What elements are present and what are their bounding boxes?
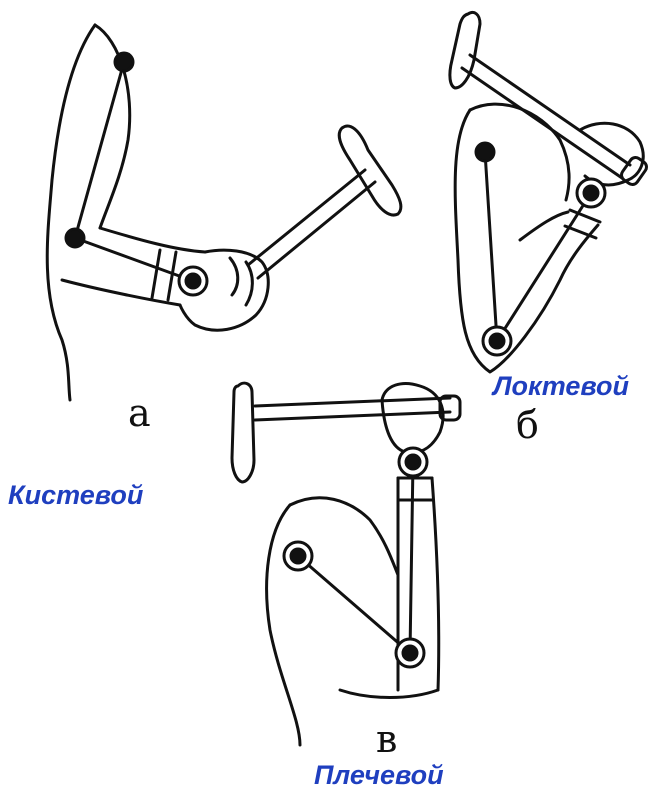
figure-a-wrist (47, 25, 401, 400)
figure-b-letter: б (516, 406, 539, 444)
hammer-c-handle (255, 398, 450, 420)
forearm-a-lower (62, 280, 180, 305)
arm-c-bottom (340, 690, 438, 698)
bone-b-upper (485, 152, 497, 341)
forearm-a-upper (100, 228, 205, 252)
caption-wrist: Кистевой (8, 482, 143, 509)
caption-shoulder: Плечевой (314, 762, 444, 789)
joint-a-wrist-core (186, 274, 200, 288)
joint-a-shoulder (115, 53, 133, 71)
joint-c-shoulder-core (291, 549, 305, 563)
joint-a-elbow (66, 229, 84, 247)
figure-c-letter: в (376, 720, 397, 758)
bone-b-lower (497, 193, 591, 341)
hammer-a-head (339, 126, 401, 215)
arm-c-right (432, 478, 439, 690)
bone-c-upper (298, 556, 410, 653)
bone-c-forearm (410, 462, 413, 653)
joint-b-shoulder (476, 143, 494, 161)
hammer-c-head (232, 383, 254, 482)
joint-b-wrist-core (584, 186, 598, 200)
bone-a-upper (75, 62, 124, 238)
figure-b-elbow (450, 12, 649, 372)
hammer-a-handle (248, 170, 375, 278)
joint-c-wrist-core (406, 455, 420, 469)
joint-b-elbow-core (490, 334, 504, 348)
forearm-b-inner (520, 212, 568, 240)
caption-elbow: Локтевой (493, 373, 629, 400)
figure-a-letter: а (128, 394, 151, 432)
arm-a-outline (47, 25, 95, 400)
hand-c (382, 384, 443, 453)
figure-c-shoulder (232, 383, 460, 745)
cuff-c (398, 478, 432, 500)
joint-c-elbow-core (403, 646, 417, 660)
